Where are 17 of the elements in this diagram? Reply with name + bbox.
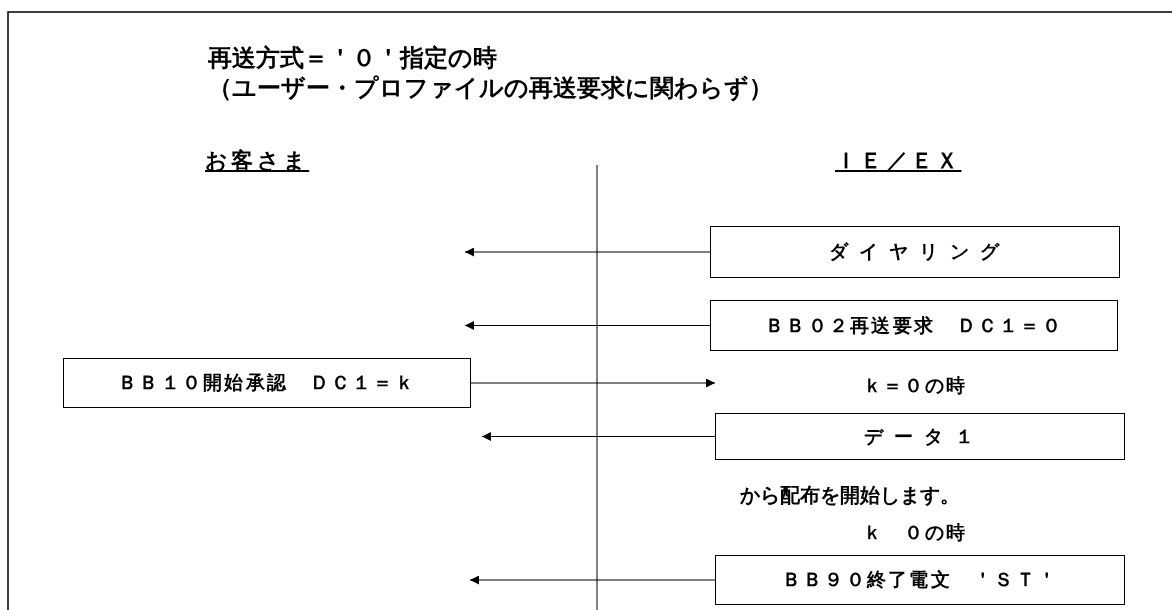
message-box: デ ー タ １ [715,413,1125,460]
title-text: 再送方式＝＇０＇指定の時 [208,43,497,74]
arrow [464,321,711,330]
title-text: （ユーザー・プロファイルの再送要求に関わらず） [208,73,773,104]
message-box: ＢＢ０２再送要求 ＤＣ１＝０ [710,300,1118,351]
arrow [470,378,716,388]
message-box: ダ イ ヤ リ ン グ [710,226,1120,278]
message-box: ＢＢ１０開始承認 ＤＣ１＝ｋ [63,358,471,408]
message-box: ＢＢ９０終了電文 ＇ＳＴ＇ [715,555,1125,605]
note-text: から配布を開始します。 [740,482,960,509]
column-header: ＩＥ／ＥＸ [835,147,962,175]
arrow [464,247,711,257]
condition-text: ｋ ０の時 [862,520,967,545]
arrow [481,432,716,441]
arrow [469,575,716,585]
column-header: お客さま [205,147,310,175]
condition-text: ｋ＝０の時 [862,373,967,398]
